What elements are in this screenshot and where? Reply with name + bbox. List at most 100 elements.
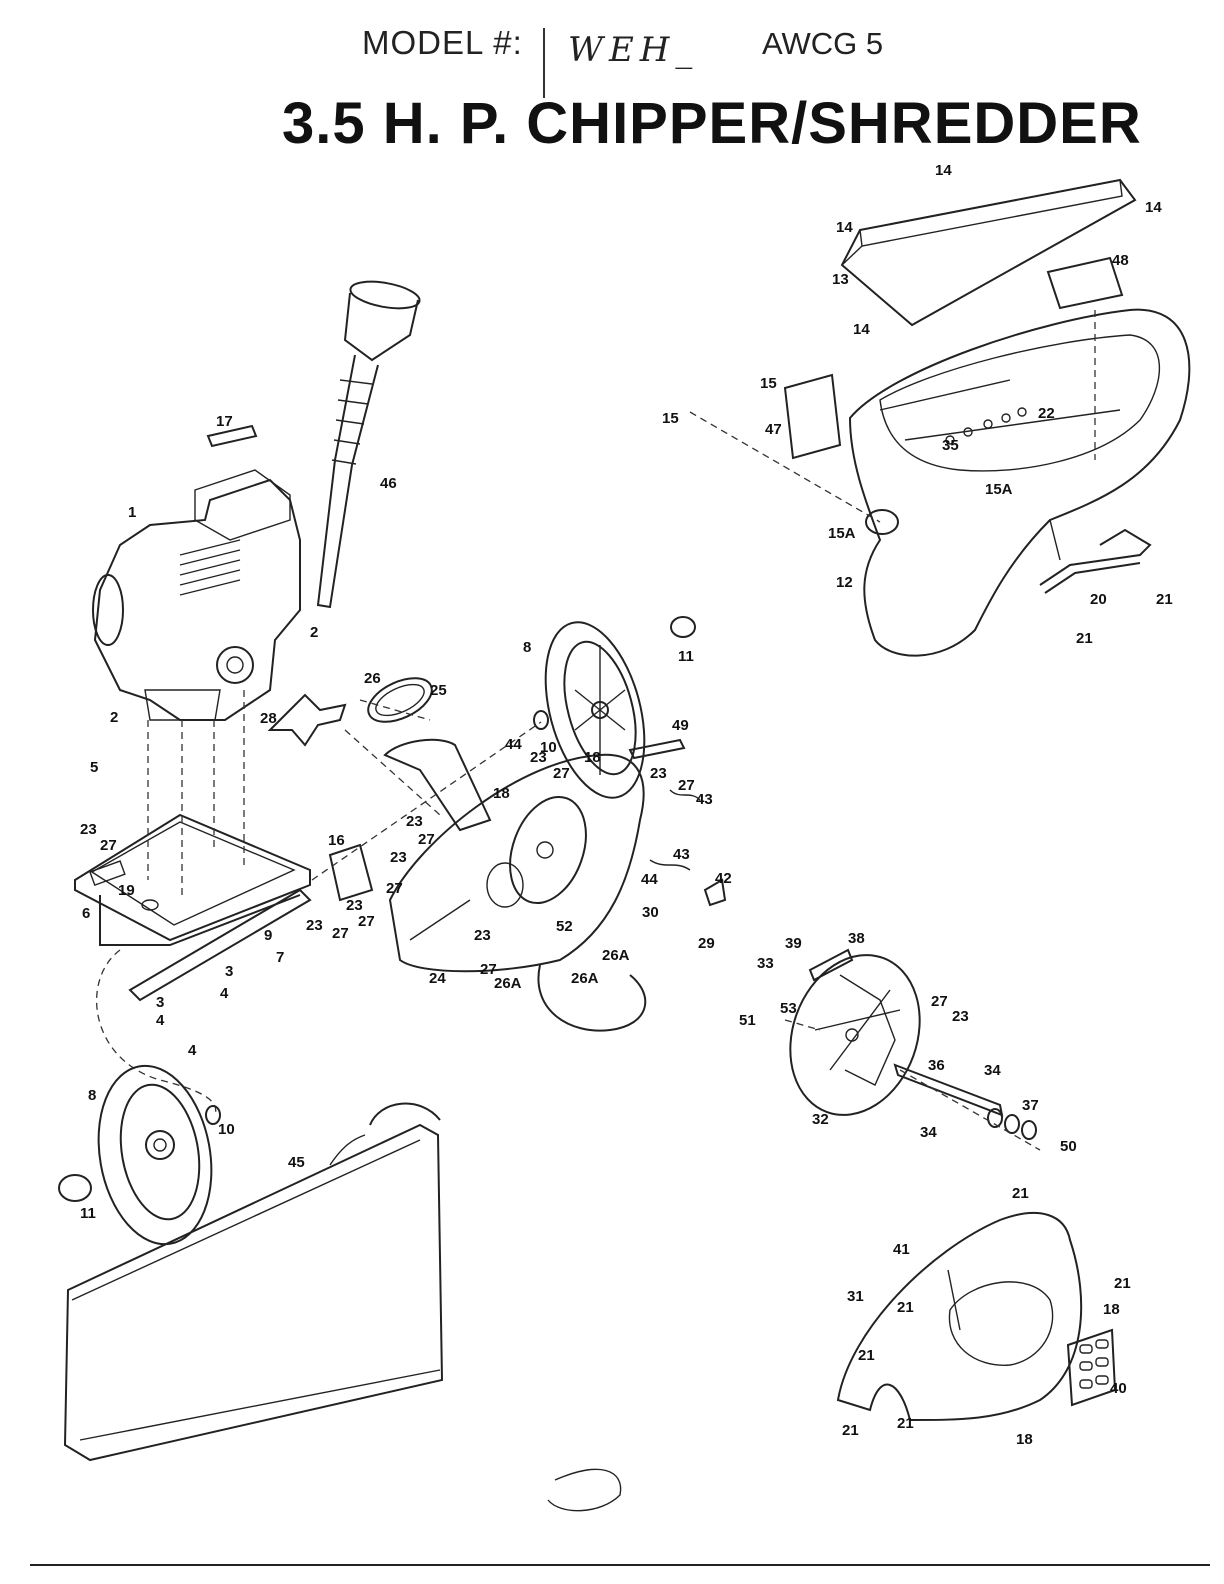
callout-32: 32 xyxy=(812,1111,829,1128)
callout-28: 28 xyxy=(260,710,277,727)
callouts: 1 2 2 3 3 4 4 4 5 6 7 8 8 9 10 10 11 11 … xyxy=(80,162,1173,1448)
callout-47: 47 xyxy=(765,421,782,438)
engine-assembly xyxy=(92,469,301,721)
callout-52: 52 xyxy=(556,918,573,935)
callout-23: 23 xyxy=(474,927,491,944)
diagram-title: 3.5 H. P. CHIPPER/SHREDDER xyxy=(282,91,1142,156)
callout-14: 14 xyxy=(935,162,952,179)
callout-22: 22 xyxy=(1038,405,1055,422)
leader-ring xyxy=(359,699,431,721)
base-plate xyxy=(74,813,311,946)
decal-40 xyxy=(1066,1328,1117,1407)
callout-34: 34 xyxy=(984,1062,1001,1079)
callout-20: 20 xyxy=(1090,591,1107,608)
callout-18: 18 xyxy=(1016,1431,1033,1448)
callout-27: 27 xyxy=(678,777,695,794)
callout-33: 33 xyxy=(757,955,774,972)
callout-18: 18 xyxy=(493,785,510,802)
callout-21: 21 xyxy=(1156,591,1173,608)
bracket-42 xyxy=(703,878,727,907)
callout-24: 24 xyxy=(429,970,446,987)
callout-15: 15 xyxy=(760,375,777,392)
callout-26: 26 xyxy=(364,670,381,687)
callout-35: 35 xyxy=(942,437,959,454)
decal-17 xyxy=(206,424,258,448)
callout-34: 34 xyxy=(920,1124,937,1141)
leader-15 xyxy=(689,411,881,523)
callout-23: 23 xyxy=(80,821,97,838)
hopper-body xyxy=(848,308,1191,657)
callout-3: 3 xyxy=(156,994,164,1011)
deflector-16 xyxy=(328,843,374,902)
callout-27: 27 xyxy=(553,765,570,782)
bag-45 xyxy=(63,1102,444,1462)
callout-44: 44 xyxy=(641,871,658,888)
callout-21: 21 xyxy=(858,1347,875,1364)
wheel-upper xyxy=(544,621,646,799)
callout-23: 23 xyxy=(406,813,423,830)
callout-23: 23 xyxy=(952,1008,969,1025)
hubcap-upper xyxy=(670,616,696,638)
callout-29: 29 xyxy=(698,935,715,952)
callout-27: 27 xyxy=(100,837,117,854)
callout-50: 50 xyxy=(1060,1138,1077,1155)
callout-39: 39 xyxy=(785,935,802,952)
callout-44: 44 xyxy=(505,736,522,753)
callout-51: 51 xyxy=(739,1012,756,1029)
callout-13: 13 xyxy=(832,271,849,288)
callout-21: 21 xyxy=(1076,630,1093,647)
callout-46: 46 xyxy=(380,475,397,492)
model-number: AWCG 5 xyxy=(762,26,884,61)
callout-36: 36 xyxy=(928,1057,945,1074)
callout-10: 10 xyxy=(540,739,557,756)
leader-coupling xyxy=(344,729,441,816)
callout-3: 3 xyxy=(225,963,233,980)
callout-27: 27 xyxy=(358,913,375,930)
housing-24 xyxy=(383,738,647,1032)
washers-37 xyxy=(987,1108,1037,1140)
callout-17: 17 xyxy=(216,413,233,430)
callout-41: 41 xyxy=(893,1241,910,1258)
cover-47 xyxy=(783,373,842,460)
callout-15a: 15A xyxy=(985,481,1013,498)
callout-27: 27 xyxy=(931,993,948,1010)
model-divider xyxy=(543,28,545,98)
callout-8: 8 xyxy=(523,639,531,656)
callout-49: 49 xyxy=(672,717,689,734)
callout-12: 12 xyxy=(836,574,853,591)
callout-26a: 26A xyxy=(494,975,522,992)
callout-14: 14 xyxy=(836,219,853,236)
callout-4: 4 xyxy=(220,985,229,1002)
callout-11: 11 xyxy=(80,1205,96,1222)
callout-5: 5 xyxy=(90,759,98,776)
callout-4: 4 xyxy=(156,1012,165,1029)
coupling-28 xyxy=(267,693,347,747)
callout-14: 14 xyxy=(853,321,870,338)
leader-axle-upper xyxy=(311,721,542,881)
bar-38 xyxy=(808,948,854,982)
washer-10-upper xyxy=(533,710,549,730)
callout-37: 37 xyxy=(1022,1097,1039,1114)
callout-2: 2 xyxy=(310,624,318,641)
callout-4: 4 xyxy=(188,1042,197,1059)
callout-43: 43 xyxy=(696,791,713,808)
callout-21: 21 xyxy=(897,1415,914,1432)
leader-axle-wheel xyxy=(95,949,217,1116)
callout-26a: 26A xyxy=(602,947,630,964)
scribble-mark xyxy=(547,1468,622,1512)
callout-18: 18 xyxy=(584,749,601,766)
callout-15: 15 xyxy=(662,410,679,427)
callout-31: 31 xyxy=(847,1288,864,1305)
callout-30: 30 xyxy=(642,904,659,921)
callout-6: 6 xyxy=(82,905,90,922)
callout-8: 8 xyxy=(88,1087,96,1104)
callout-18: 18 xyxy=(1103,1301,1120,1318)
leader-blade xyxy=(899,1069,1041,1151)
chute-46 xyxy=(316,280,421,609)
callout-27: 27 xyxy=(480,961,497,978)
callout-21: 21 xyxy=(897,1299,914,1316)
callout-43: 43 xyxy=(673,846,690,863)
callout-21: 21 xyxy=(842,1422,859,1439)
hopper-lid xyxy=(840,178,1137,327)
